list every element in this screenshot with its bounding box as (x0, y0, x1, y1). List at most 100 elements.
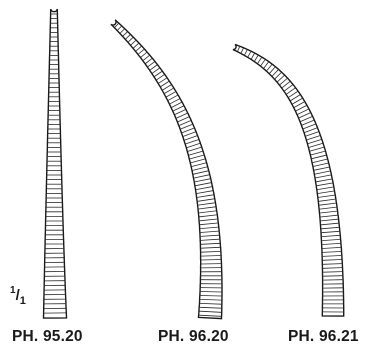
instrument-code-label: PH. 95.20 (12, 328, 83, 345)
serration-line (322, 255, 342, 257)
serration-line (272, 69, 279, 77)
serration-line (320, 214, 338, 218)
serration-line (198, 210, 217, 214)
serration-line (269, 66, 276, 74)
serration-line (125, 34, 131, 40)
serration-line (322, 247, 341, 249)
serration-line (263, 61, 269, 69)
serration-line (140, 52, 147, 58)
serration-line (321, 234, 340, 237)
serration-line (250, 53, 255, 60)
serration-line (176, 112, 188, 119)
serration-line (200, 226, 219, 229)
jaw-serrations (114, 23, 222, 317)
jaw-ph-95-20 (42, 8, 68, 319)
serration-line (281, 81, 291, 89)
serration-line (193, 170, 209, 175)
serration-line (173, 105, 184, 112)
serration-line (192, 166, 208, 171)
serration-line (154, 71, 163, 77)
serration-line (314, 170, 331, 175)
serration-line (322, 267, 342, 269)
serration-line (120, 28, 125, 34)
serration-line (122, 31, 128, 37)
serration-line (168, 94, 178, 101)
serration-line (194, 178, 211, 183)
instrument-code-label: PH. 96.20 (158, 328, 229, 345)
serration-line (174, 109, 186, 115)
serration-line (128, 37, 134, 43)
serration-line (196, 186, 212, 190)
scale-separator: / (15, 287, 20, 304)
serration-line (143, 55, 150, 61)
serration-line (184, 135, 198, 141)
serration-line (303, 123, 316, 130)
jaw-serrations (44, 13, 66, 314)
serration-line (277, 75, 285, 82)
serration-line (320, 210, 338, 214)
serration-line (304, 127, 318, 133)
serration-line (164, 87, 174, 94)
serration-line (199, 218, 218, 222)
serration-line (162, 84, 172, 91)
serration-line (158, 77, 167, 84)
serration-line (316, 182, 333, 187)
jaw-outline (232, 43, 345, 317)
serration-line (320, 218, 339, 222)
serration-line (237, 46, 240, 52)
serration-line (194, 174, 210, 179)
serration-line (284, 84, 293, 92)
serration-line (180, 124, 193, 130)
serration-line (200, 291, 222, 293)
serration-line (254, 55, 259, 62)
serration-line (307, 139, 322, 144)
serration-line (191, 162, 207, 167)
serration-line (186, 143, 200, 148)
serration-line (317, 186, 334, 190)
serration-line (316, 178, 332, 183)
serration-line (198, 206, 216, 210)
serration-line (290, 94, 301, 101)
serration-line (200, 242, 220, 245)
serration-line (257, 57, 262, 64)
serration-line (197, 194, 214, 198)
serration-line (200, 238, 220, 241)
serration-line (160, 81, 170, 87)
serration-line (196, 190, 213, 194)
instrument-code-label: PH. 96.21 (288, 328, 359, 345)
serration-line (145, 58, 153, 64)
serration-line (135, 46, 142, 52)
serration-line (200, 234, 220, 237)
serration-line (322, 251, 342, 253)
serration-line (309, 146, 324, 152)
serration-line (166, 91, 176, 98)
serration-line (274, 72, 282, 80)
serration-line (321, 230, 340, 234)
serration-line (319, 202, 336, 206)
serration-line (199, 303, 222, 305)
serration-line (188, 150, 203, 156)
serration-line (183, 131, 196, 137)
serration-line (199, 214, 217, 218)
scale-numerator: 1 (10, 285, 16, 296)
serration-line (199, 222, 218, 226)
serration-line (322, 239, 341, 241)
serration-line (156, 74, 165, 81)
serration-line (195, 182, 212, 187)
serration-line (294, 101, 305, 108)
serration-line (312, 158, 328, 163)
serration-line (169, 98, 180, 105)
serration-line (279, 78, 288, 86)
serration-line (117, 26, 122, 31)
serration-line (298, 112, 311, 119)
serration-line (199, 306, 222, 309)
serration-line (322, 243, 341, 245)
serration-line (187, 146, 202, 152)
serration-line (323, 271, 343, 273)
serration-line (323, 275, 343, 277)
serration-line (171, 102, 182, 108)
serration-line (244, 49, 248, 55)
serration-line (310, 150, 326, 156)
serration-line (200, 295, 222, 297)
